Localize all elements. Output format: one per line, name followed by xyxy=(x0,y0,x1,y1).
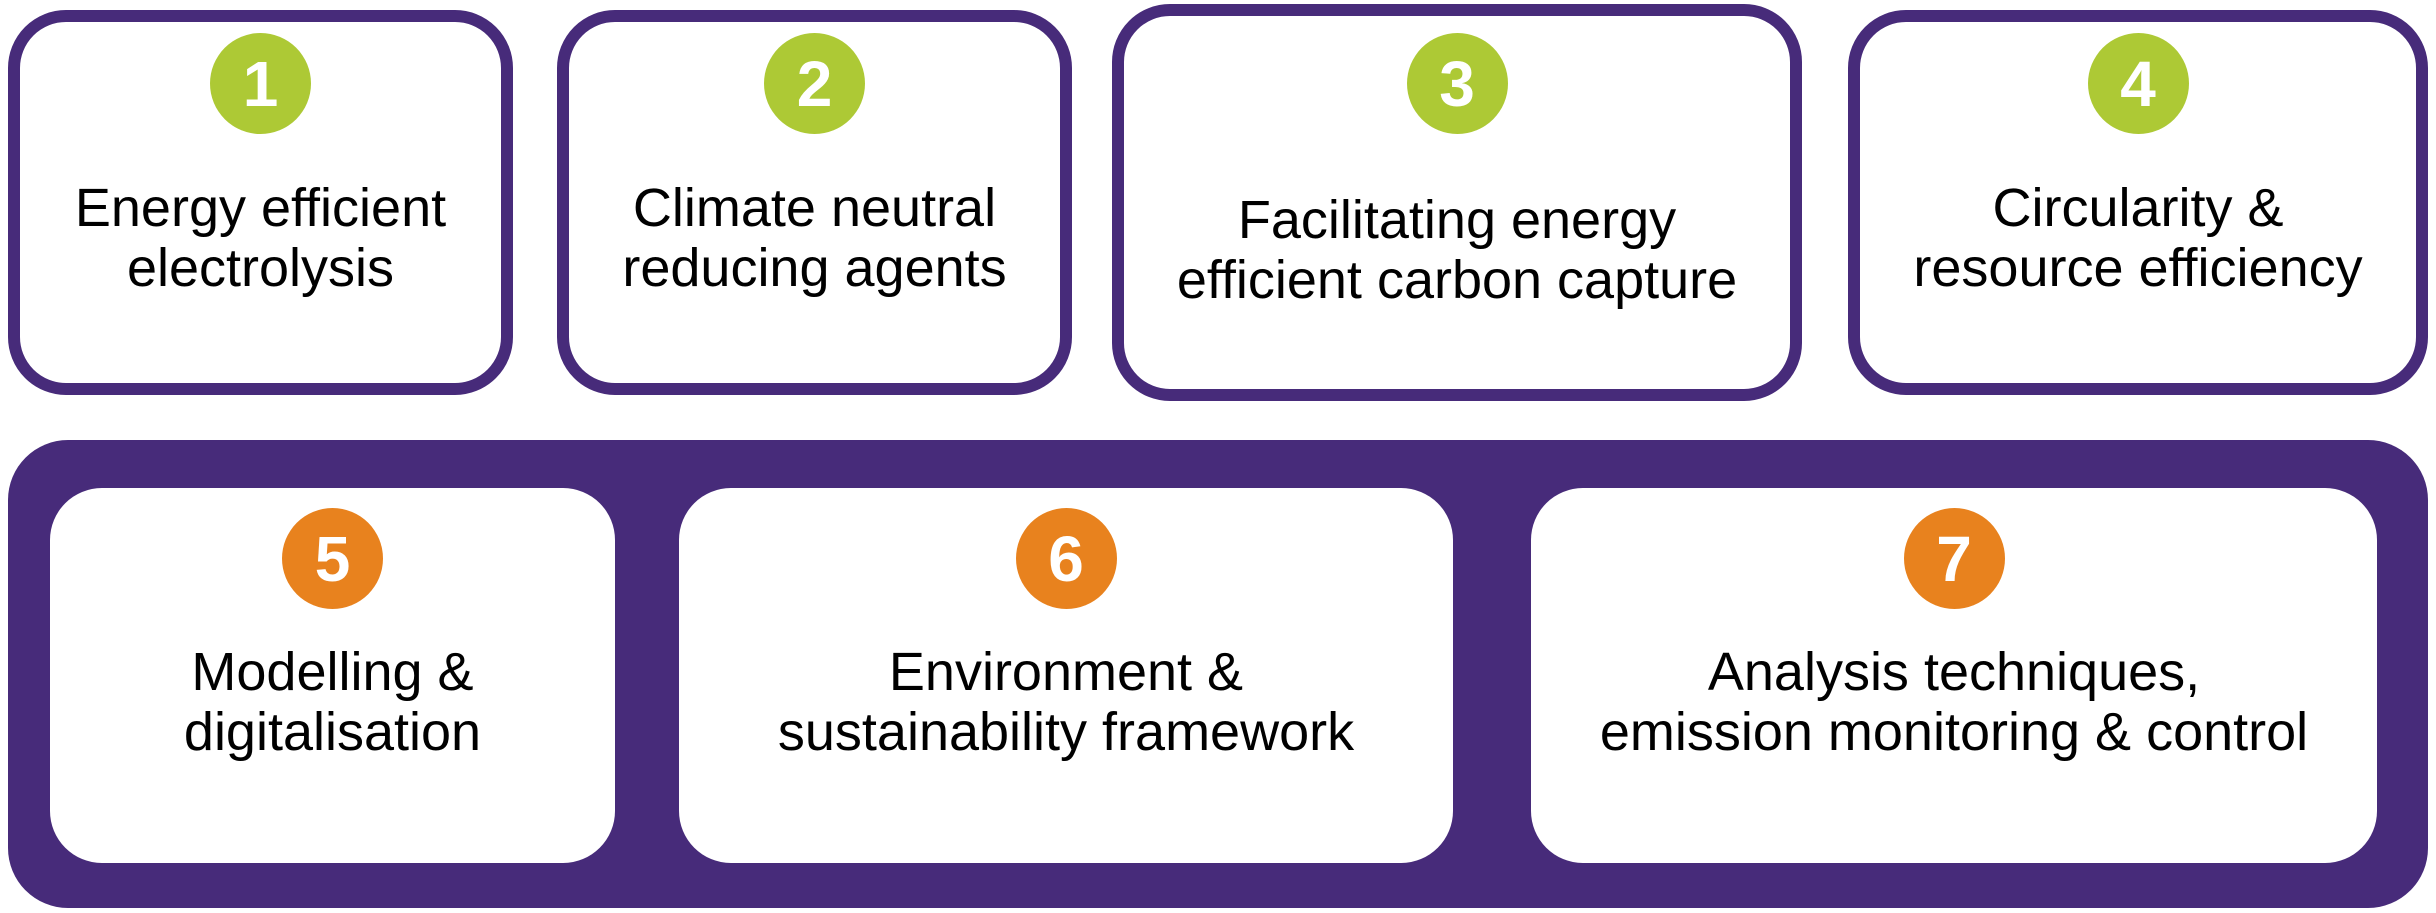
topic-label-line: electrolysis xyxy=(126,238,395,299)
topic-box-3: 3 Facilitating energy efficient carbon c… xyxy=(1112,4,1802,401)
topic-label-line: Analysis techniques, xyxy=(1707,642,2201,702)
topic-number-badge-6: 6 xyxy=(1015,508,1117,609)
topic-label-line: sustainability framework xyxy=(777,702,1355,763)
topic-label-line: efficient carbon capture xyxy=(1176,250,1738,311)
topic-label-2: Climate neutral reducing agents xyxy=(622,178,1006,299)
topic-number-badge-1: 1 xyxy=(210,33,311,134)
topic-label-line: resource efficiency xyxy=(1913,238,2363,299)
topic-label-line: Facilitating energy xyxy=(1237,190,1677,250)
topic-label-6: Environment & sustainability framework xyxy=(778,642,1354,763)
topic-number-badge-3: 3 xyxy=(1406,33,1508,134)
topic-number-badge-2: 2 xyxy=(764,33,865,134)
topic-label-5: Modelling & digitalisation xyxy=(184,642,481,763)
topic-label-line: digitalisation xyxy=(183,702,482,763)
topic-label-line: Energy efficient xyxy=(74,178,447,238)
cross-cutting-panel: 5 Modelling & digitalisation 6 Environme… xyxy=(8,440,2428,908)
topic-number-badge-5: 5 xyxy=(282,508,383,609)
topic-number-badge-7: 7 xyxy=(1903,508,2005,609)
topic-label-line: Circularity & xyxy=(1992,178,2284,238)
topic-label-1: Energy efficient electrolysis xyxy=(75,178,446,299)
topic-label-line: Climate neutral xyxy=(632,178,997,238)
topic-label-line: Modelling & xyxy=(191,642,474,702)
topic-box-6: 6 Environment & sustainability framework xyxy=(679,488,1453,863)
topic-box-7: 7 Analysis techniques, emission monitori… xyxy=(1531,488,2377,863)
topic-label-3: Facilitating energy efficient carbon cap… xyxy=(1177,190,1737,311)
topic-label-line: reducing agents xyxy=(622,238,1007,299)
topic-box-5: 5 Modelling & digitalisation xyxy=(50,488,615,863)
topic-box-2: 2 Climate neutral reducing agents xyxy=(557,10,1072,395)
topic-number-badge-4: 4 xyxy=(2087,33,2189,134)
topic-label-4: Circularity & resource efficiency xyxy=(1913,178,2362,299)
topic-label-line: emission monitoring & control xyxy=(1599,702,2309,763)
topic-label-7: Analysis techniques, emission monitoring… xyxy=(1600,642,2308,763)
topic-label-line: Environment & xyxy=(888,642,1244,702)
topic-box-1: 1 Energy efficient electrolysis xyxy=(8,10,513,395)
topic-box-4: 4 Circularity & resource efficiency xyxy=(1848,10,2428,395)
